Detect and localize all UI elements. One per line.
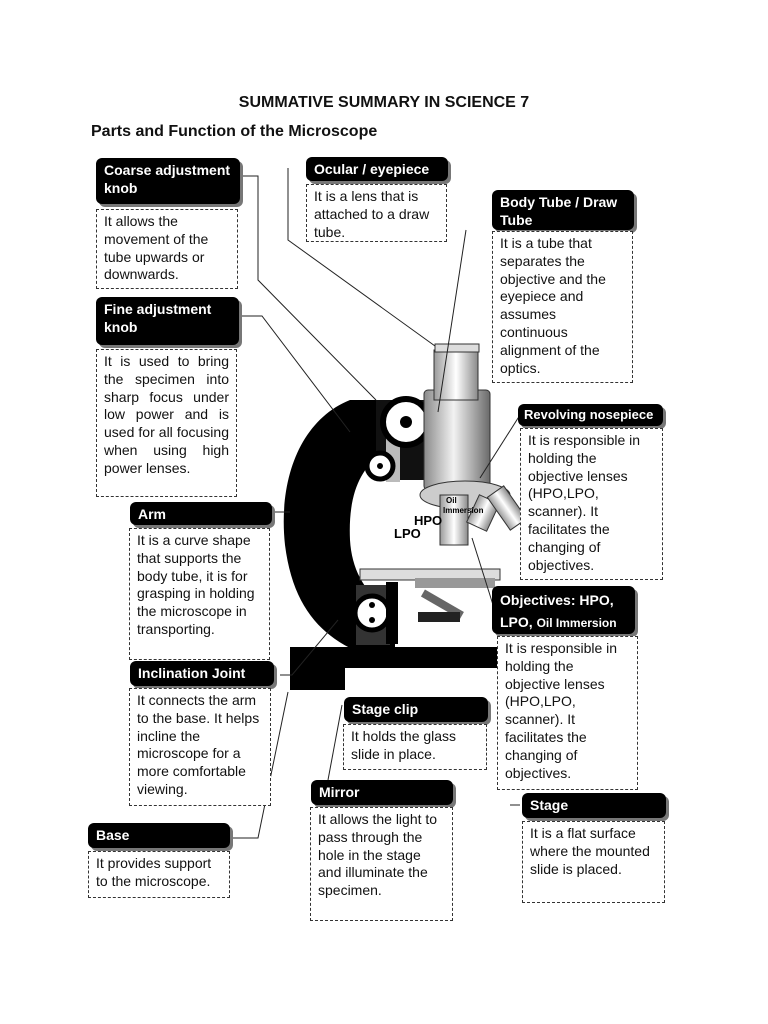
fine-knob-description: It is used to bring the specimen into sh… [96,349,237,497]
nosepiece-description: It is responsible in holding the objecti… [520,428,663,580]
stage-label: Stage [522,793,666,818]
body-tube-label: Body Tube / Draw Tube [492,190,634,230]
base-description: It provides support to the microscope. [88,851,230,898]
section-heading: Parts and Function of the Microscope [91,123,378,140]
mirror-description: It allows the light to pass through the … [310,807,453,921]
base-label: Base [88,823,230,848]
arm-description: It is a curve shape that supports the bo… [129,528,270,660]
coarse-knob-label: Coarse adjustment knob [96,158,240,204]
inclination-joint-label: Inclination Joint [130,661,274,686]
stage-clip-description: It holds the glass slide in place. [343,724,487,770]
body-tube-shape [423,389,491,491]
objectives-description: It is responsible in holding the objecti… [497,636,638,790]
oil-lens-label: Oil [446,496,457,505]
ocular-description: It is a lens that is attached to a draw … [306,184,447,242]
stage-clip-shape [420,589,464,619]
objectives-label: Objectives: HPO, LPO, Oil Immersion [492,586,635,634]
immersion-lens-label: Immersion [443,506,484,515]
stage-clip-label: Stage clip [344,697,488,722]
arm-label: Arm [130,502,272,525]
fine-knob-label: Fine adjustment knob [96,297,239,345]
objectives-label-oil: Oil Immersion [536,616,617,630]
ocular-label: Ocular / eyepiece [306,157,448,181]
eyepiece-shape [434,343,480,353]
lpo-lens-label: LPO [394,526,421,541]
inclination-joint-description: It connects the arm to the base. It help… [129,688,271,806]
objectives-label-main: Objectives: HPO, [500,592,614,608]
stage-description: It is a flat surface where the mounted s… [522,821,665,903]
coarse-knob-description: It allows the movement of the tube upwar… [96,209,238,289]
document-title: SUMMATIVE SUMMARY IN SCIENCE 7 [238,94,530,111]
hpo-lens-label: HPO [414,513,442,528]
nosepiece-label: Revolving nosepiece [518,404,663,426]
body-tube-description: It is a tube that separates the objectiv… [492,231,633,383]
objectives-label-lpo: LPO, [500,614,533,630]
mirror-icon [352,593,392,633]
mirror-label: Mirror [311,780,453,805]
